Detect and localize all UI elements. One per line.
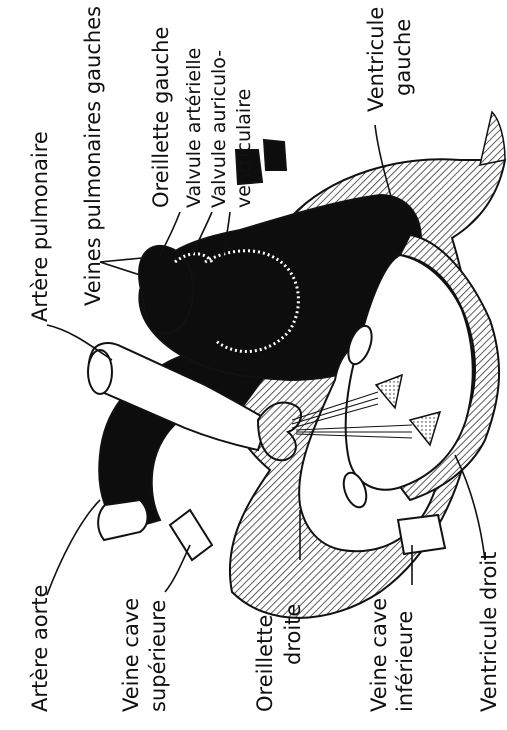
left-atrium [139,246,193,334]
leader-veines-pulmonaires-1 [100,258,142,262]
label-veine-cave-inferieure-1: Veine cave [367,598,391,712]
label-ventricule-gauche-2: gauche [391,19,415,96]
label-veines-pulmonaires-gauches: Veines pulmonaires gauches [81,6,105,306]
label-valvule-auriculo-2: ventriculaire [233,89,255,208]
inferior-vena-cava [398,515,445,554]
label-oreillette-gauche: Oreillette gauche [149,27,173,208]
leader-aorte [47,500,100,595]
superior-vena-cava [170,510,212,560]
heart-apex [480,112,505,165]
aorta-cut-end [98,500,147,540]
label-veine-cave-inferieure-2: inférieure [393,611,417,712]
label-ventricule-droit: Ventricule droit [477,552,501,712]
label-artere-aorte: Artère aorte [28,585,52,712]
label-oreillette-droite-1: Oreillette [253,615,277,712]
label-ventricule-gauche-1: Ventricule [364,7,388,112]
label-veine-cave-superieure-2: supérieure [146,600,170,712]
leader-veine-cave-sup [165,545,190,592]
label-valvule-arterielle: Valvule artérielle [183,48,205,208]
label-artere-pulmonaire: Artère pulmonaire [28,131,52,322]
label-veine-cave-superieure-1: Veine cave [119,598,143,712]
label-oreillette-droite-2: droite [281,604,305,665]
label-valvule-auriculo-1: Valvule auriculo- [208,50,230,208]
leader-veines-pulmonaires-2 [100,262,140,275]
